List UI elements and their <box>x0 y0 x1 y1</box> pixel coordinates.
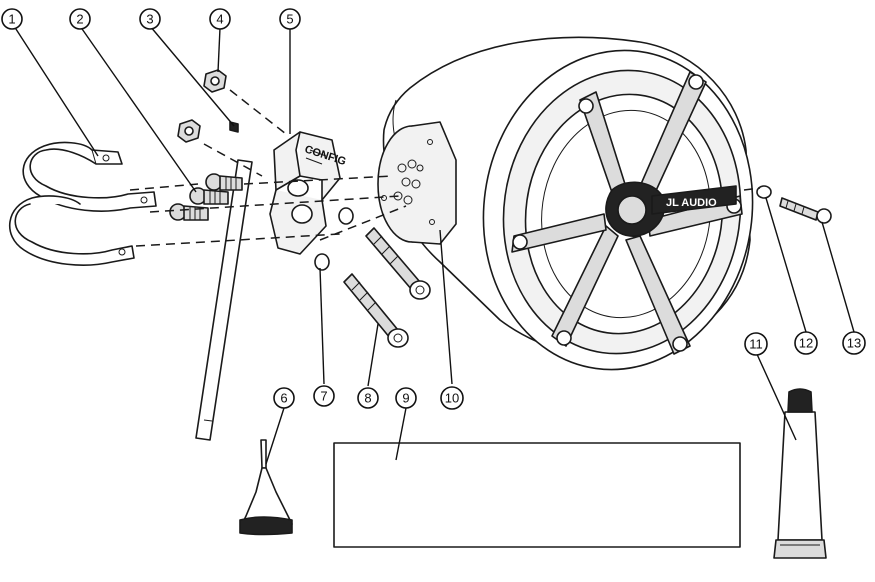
part-8-bolt-lower <box>343 273 409 348</box>
callout-10: 10 <box>440 386 464 410</box>
part-11-sealant-tube <box>773 388 827 559</box>
part-7-washer-1 <box>338 207 354 225</box>
callout-8: 8 <box>357 387 379 409</box>
callout-5: 5 <box>279 8 301 30</box>
callout-11: 11 <box>744 332 768 356</box>
callout-4-label: 4 <box>216 12 223 27</box>
callout-6-label: 6 <box>280 391 287 406</box>
callout-8-label: 8 <box>364 391 371 406</box>
callout-13: 13 <box>842 331 866 355</box>
assembly-dashed-lines <box>129 89 761 247</box>
callout-1: 1 <box>1 8 23 30</box>
part-6-hex-key <box>239 439 293 536</box>
part-4-nut-2 <box>177 119 201 143</box>
part-4-nut <box>203 69 227 93</box>
callout-2-label: 2 <box>76 12 83 27</box>
callout-2: 2 <box>69 8 91 30</box>
callout-11-label: 11 <box>749 337 763 352</box>
callout-4: 4 <box>209 8 231 30</box>
part-13-screw <box>779 197 832 224</box>
part-2-cap-screw-lower <box>169 203 209 221</box>
part-9-template-sheet <box>333 442 741 548</box>
callout-7-label: 7 <box>320 389 327 404</box>
callout-10-label: 10 <box>445 391 459 406</box>
callout-9: 9 <box>395 387 417 409</box>
callout-5-label: 5 <box>286 12 293 27</box>
callout-1-label: 1 <box>8 12 15 27</box>
part-5-mount-bracket: CONFIG <box>269 131 347 255</box>
part-8-bolt-upper <box>365 227 431 300</box>
mounting-rod <box>195 159 253 441</box>
part-1-clamp-bands <box>9 141 157 266</box>
part-2-cap-screw-upper <box>205 173 243 191</box>
callout-6: 6 <box>273 387 295 409</box>
speaker-grille: JL AUDIO <box>482 49 754 371</box>
callout-12: 12 <box>794 331 818 355</box>
callout-3: 3 <box>139 8 161 30</box>
callout-7: 7 <box>313 385 335 407</box>
callout-13-label: 13 <box>847 336 861 351</box>
part-12-washer <box>756 185 772 199</box>
part-7-washer-2 <box>314 253 330 271</box>
callout-12-label: 12 <box>799 336 813 351</box>
part-2-cap-screw-mid <box>189 187 229 205</box>
callout-9-label: 9 <box>402 391 409 406</box>
callout-leaders <box>13 25 855 465</box>
callout-3-label: 3 <box>146 12 153 27</box>
grille-logo-text: JL AUDIO <box>666 197 717 209</box>
